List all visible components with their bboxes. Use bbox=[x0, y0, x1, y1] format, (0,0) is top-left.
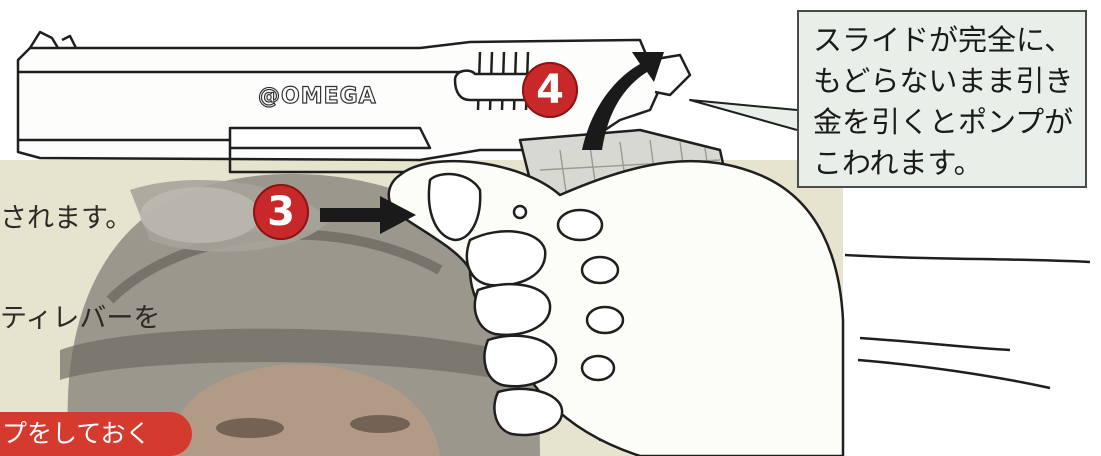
callout-line-1: スライドが完全に、 bbox=[813, 20, 1075, 61]
step-4-badge: 4 bbox=[522, 62, 578, 118]
callout-line-2: もどらないまま引き bbox=[813, 61, 1075, 102]
callout-line-3: 金を引くとポンプが bbox=[813, 102, 1075, 143]
warning-callout-box: スライドが完全に、 もどらないまま引き 金を引くとポンプが こわれます。 bbox=[797, 10, 1087, 188]
pistol-brand-logo: @OMEGA bbox=[258, 84, 377, 109]
step-3-badge: 3 bbox=[253, 184, 309, 240]
callout-line-4: こわれます。 bbox=[813, 143, 1075, 184]
